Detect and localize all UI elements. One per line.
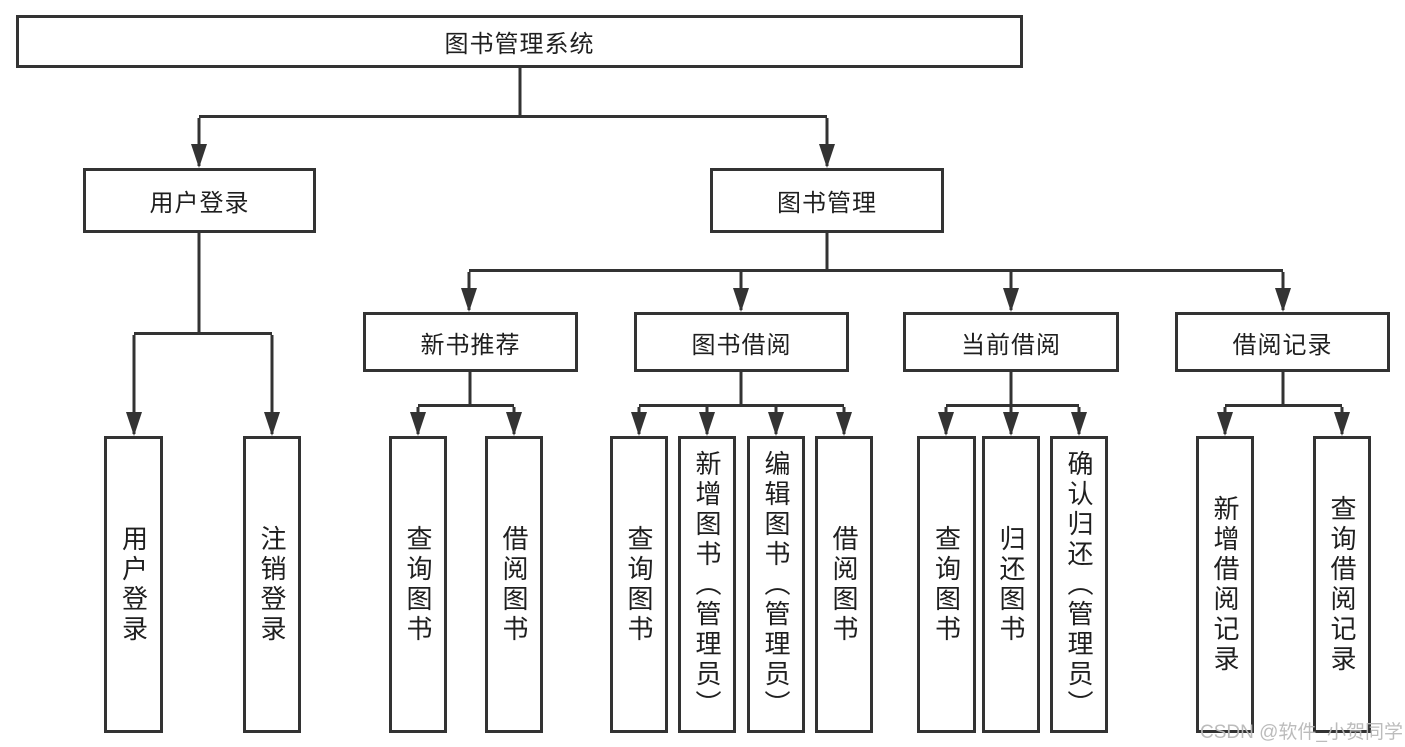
leaf-add-borrow-record: 新增借阅记录 — [1196, 436, 1254, 733]
leaf-add-borrow-record-label: 新增借阅记录 — [1210, 494, 1240, 675]
leaf-confirm-return-admin-label: 确认归还（管理员） — [1064, 449, 1094, 720]
node-book-management: 图书管理 — [710, 168, 944, 233]
node-book-borrowing: 图书借阅 — [634, 312, 849, 372]
node-new-book-recommend: 新书推荐 — [363, 312, 578, 372]
leaf-query-borrow-record-label: 查询借阅记录 — [1327, 494, 1357, 675]
leaf-add-books-admin-label: 新增图书（管理员） — [692, 449, 722, 720]
node-current-borrowing: 当前借阅 — [903, 312, 1119, 372]
node-current-borrowing-label: 当前借阅 — [961, 331, 1061, 359]
leaf-return-books-label: 归还图书 — [996, 524, 1026, 645]
leaf-query-books-3-label: 查询图书 — [931, 524, 962, 645]
leaf-query-books-2: 查询图书 — [610, 436, 668, 733]
leaf-edit-books-admin-label: 编辑图书（管理员） — [761, 449, 791, 720]
node-new-book-recommend-label: 新书推荐 — [420, 331, 521, 359]
leaf-borrow-books-2-label: 借阅图书 — [829, 524, 859, 645]
csdn-watermark: CSDN @软件_小贺同学 — [1200, 722, 1403, 743]
leaf-logout: 注销登录 — [243, 436, 301, 733]
leaf-borrow-books-1-label: 借阅图书 — [499, 524, 529, 645]
node-user-login-label: 用户登录 — [149, 190, 250, 217]
leaf-user-login-label: 用户登录 — [118, 524, 149, 645]
leaf-logout-label: 注销登录 — [257, 524, 287, 645]
node-root: 图书管理系统 — [16, 15, 1023, 68]
leaf-borrow-books-1: 借阅图书 — [485, 436, 543, 733]
leaf-query-books-1: 查询图书 — [389, 436, 447, 733]
leaf-query-books-3: 查询图书 — [917, 436, 976, 733]
node-root-label: 图书管理系统 — [444, 31, 595, 58]
leaf-return-books: 归还图书 — [982, 436, 1040, 733]
leaf-add-books-admin: 新增图书（管理员） — [678, 436, 736, 733]
node-borrowing-records: 借阅记录 — [1175, 312, 1390, 372]
leaf-user-login: 用户登录 — [104, 436, 163, 733]
leaf-query-books-2-label: 查询图书 — [624, 524, 654, 645]
leaf-borrow-books-2: 借阅图书 — [815, 436, 873, 733]
arrowheads — [126, 144, 1350, 436]
leaf-edit-books-admin: 编辑图书（管理员） — [747, 436, 805, 733]
node-user-login: 用户登录 — [83, 168, 316, 233]
node-borrowing-records-label: 借阅记录 — [1232, 331, 1333, 359]
leaf-confirm-return-admin: 确认归还（管理员） — [1050, 436, 1108, 733]
leaf-query-borrow-record: 查询借阅记录 — [1313, 436, 1371, 733]
node-book-management-label: 图书管理 — [777, 190, 877, 217]
leaf-query-books-1-label: 查询图书 — [403, 524, 433, 645]
node-book-borrowing-label: 图书借阅 — [691, 331, 792, 359]
